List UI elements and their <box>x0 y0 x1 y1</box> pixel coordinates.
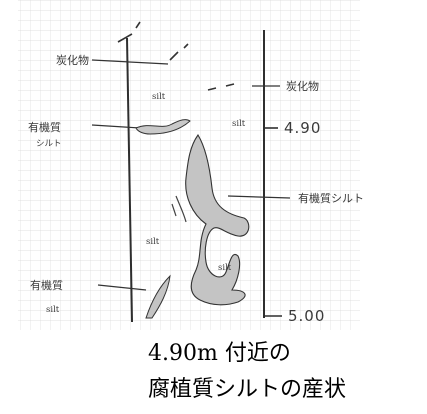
organic-silt-body <box>185 134 250 306</box>
charcoal-fragment-right <box>207 83 235 91</box>
organic-lens-left <box>135 119 191 135</box>
pointer-tanka-left <box>91 59 169 65</box>
label-yuuki-bottom-1: 有機質 <box>30 278 63 292</box>
label-silt-top: silt <box>152 92 166 102</box>
caption-line-2: 腐植質シルトの産状 <box>148 377 347 402</box>
charcoal-fragment <box>117 21 189 61</box>
scale-label-500: 5.00 <box>288 307 325 325</box>
pointer-yuuki-left <box>91 124 141 129</box>
organic-streak <box>171 195 187 223</box>
label-yuuki-left-1: 有機質 <box>28 120 61 134</box>
label-silt-lower: silt <box>146 237 160 247</box>
pointer-fushoku <box>227 195 291 199</box>
label-tanka-right: 炭化物 <box>286 79 319 93</box>
label-silt-mid: silt <box>232 119 246 129</box>
caption-line-1: 4.90m 付近の <box>148 341 291 366</box>
label-fushoku: 有機質シルト <box>298 191 364 205</box>
field-sketch: 炭化物 炭化物 silt silt 4.90 有機質 シルト 有機質シルト si… <box>18 0 364 330</box>
label-yuuki-bottom-2: silt <box>46 305 60 315</box>
label-silt-right: silt <box>218 263 232 273</box>
organic-lens-lower <box>145 274 171 319</box>
label-yuuki-left-2: シルト <box>36 139 62 149</box>
pointer-yuuki-bottom <box>97 284 147 291</box>
label-tanka-left: 炭化物 <box>56 53 89 67</box>
scale-label-490: 4.90 <box>284 119 321 137</box>
profile-line <box>126 37 133 323</box>
